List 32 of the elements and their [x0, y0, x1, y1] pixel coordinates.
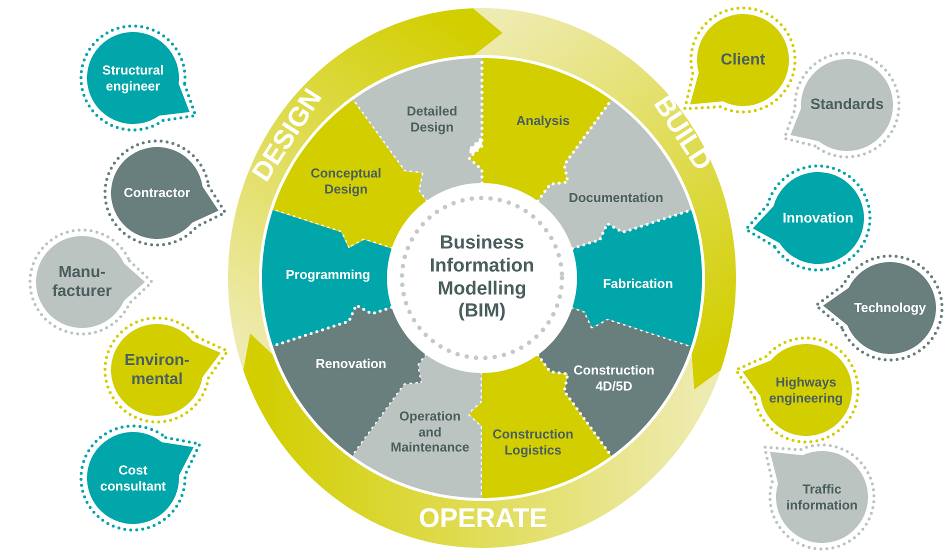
segment-label: Documentation	[568, 190, 664, 206]
segment-label: Construction 4D/5D	[572, 362, 656, 394]
bubble-label: Contractor	[122, 185, 192, 201]
ring-arrow-band	[242, 332, 722, 549]
bubble-label: Structural engineer	[101, 62, 165, 94]
segment-label: Construction Logistics	[492, 426, 574, 458]
speech-bubble	[733, 335, 861, 445]
puzzle-segment	[261, 209, 393, 347]
puzzle-segment	[571, 209, 703, 347]
speech-bubble	[78, 23, 199, 133]
bubble-label: Cost consultant	[99, 462, 167, 494]
speech-bubble	[78, 423, 203, 533]
segment-label: Detailed Design	[406, 103, 458, 135]
bubble-label: Traffic information	[785, 481, 859, 513]
phase-label: OPERATE	[418, 502, 548, 534]
speech-bubble	[762, 442, 877, 551]
speech-bubble	[27, 227, 155, 337]
bubble-label: Manu- facturer	[51, 262, 113, 302]
speech-bubble	[102, 138, 228, 248]
bubble-label: Technology	[853, 300, 927, 316]
bubble-label: Environ- mental	[124, 350, 190, 390]
segment-label: Operation and Maintenance	[390, 408, 470, 456]
hub-title: Business Information Modelling (BIM)	[428, 232, 536, 324]
segment-label: Analysis	[515, 113, 571, 129]
segment-label: Programming	[284, 267, 372, 283]
bubble-label: Innovation	[782, 210, 854, 226]
segment-label: Renovation	[314, 356, 388, 372]
bubble-label: Highways engineering	[768, 374, 844, 406]
segment-label: Fabrication	[602, 276, 674, 292]
bubble-label: Standards	[809, 96, 885, 114]
speech-bubble	[813, 253, 945, 363]
bubble-label: Client	[720, 50, 766, 70]
